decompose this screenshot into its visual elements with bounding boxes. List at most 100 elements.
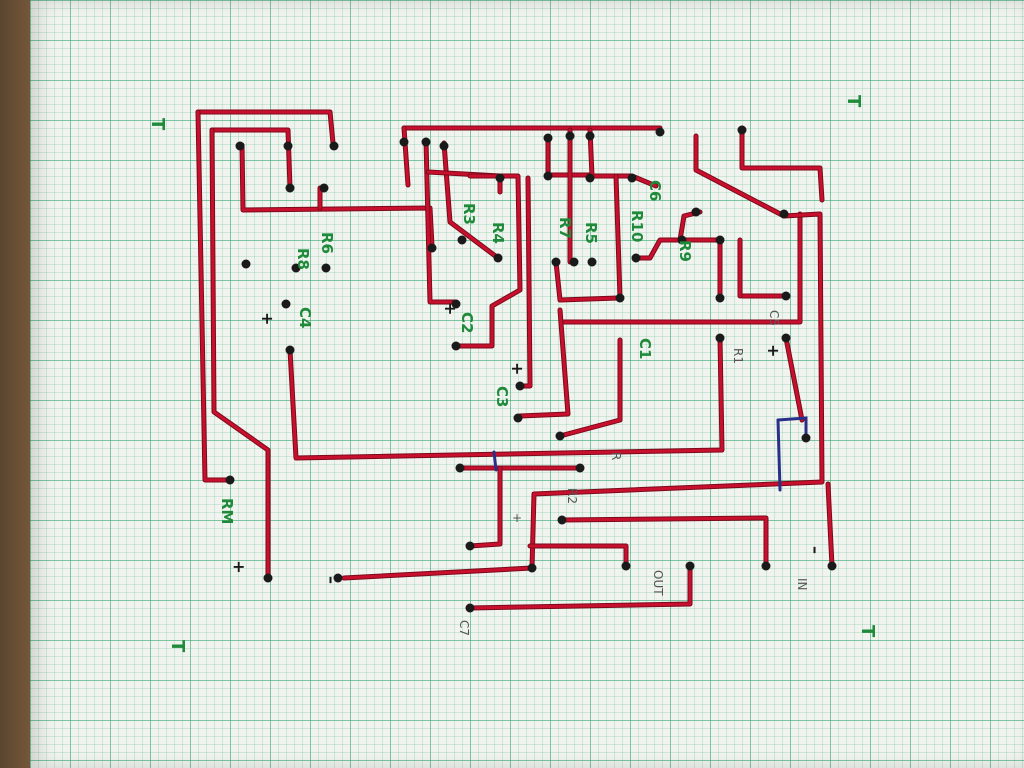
solder-pad	[321, 263, 331, 273]
jumpers	[492, 416, 808, 492]
jumper-wire	[776, 418, 782, 492]
svg-text:+: +	[232, 557, 245, 576]
solder-pad	[615, 293, 625, 303]
trace-outline	[467, 465, 503, 549]
svg-text:+: +	[258, 312, 277, 325]
trace	[402, 126, 410, 187]
label-c2: C2	[458, 312, 476, 333]
solder-pad	[715, 293, 725, 303]
solder-pad	[779, 209, 789, 219]
trace	[240, 143, 434, 248]
trace	[442, 141, 500, 260]
trace-outline	[559, 515, 769, 569]
solder-pad	[465, 541, 475, 551]
trace	[468, 466, 502, 548]
solder-pad	[677, 235, 687, 245]
svg-text:T: T	[167, 640, 188, 653]
solder-pad	[621, 561, 631, 571]
svg-text:+: +	[764, 344, 783, 357]
solder-pad	[291, 263, 301, 273]
trace	[560, 516, 768, 568]
label-r4: R4	[489, 222, 507, 244]
label-rm: RM	[218, 498, 236, 524]
trace	[528, 544, 628, 568]
trace	[342, 134, 824, 580]
label-r10: R10	[628, 210, 646, 242]
solder-pad	[225, 475, 235, 485]
solder-pad	[543, 171, 553, 181]
trace	[588, 128, 658, 188]
trace-outline	[527, 543, 629, 569]
solder-pad	[427, 243, 437, 253]
solder-pad	[827, 561, 837, 571]
label-r2: R2	[565, 488, 579, 504]
solder-pad	[283, 141, 293, 151]
solder-pad	[627, 173, 637, 183]
trace	[634, 210, 702, 260]
trace	[468, 564, 692, 610]
trace-outline	[209, 127, 293, 191]
solder-pad	[569, 257, 579, 267]
solder-pad	[555, 431, 565, 441]
solder-pad	[493, 253, 503, 263]
pads	[225, 125, 837, 613]
solder-pad	[737, 125, 747, 135]
svg-text:T: T	[843, 95, 864, 108]
trace	[826, 482, 834, 568]
solder-pad	[285, 345, 295, 355]
trace-outline	[239, 142, 435, 249]
solder-pad	[587, 257, 597, 267]
solder-pad	[527, 563, 537, 573]
svg-text:–: –	[806, 546, 825, 554]
solder-pad	[455, 463, 465, 473]
solder-pad	[715, 235, 725, 245]
label-r7: R7	[556, 217, 574, 239]
svg-text:+: +	[512, 511, 522, 525]
trace-outline	[739, 125, 825, 203]
solder-pad	[241, 259, 251, 269]
solder-pad	[333, 573, 343, 583]
trace	[196, 110, 335, 145]
solder-pad	[457, 235, 467, 245]
solder-pad	[515, 381, 525, 391]
svg-text:T: T	[857, 625, 878, 638]
solder-pad	[655, 127, 665, 137]
trace	[454, 174, 522, 348]
label-r: R	[609, 452, 623, 460]
solder-pad	[691, 207, 701, 217]
label-out: OUT	[651, 570, 665, 596]
label-r5: R5	[582, 222, 600, 244]
solder-pad	[235, 141, 245, 151]
solder-pad	[421, 137, 431, 147]
solder-pad	[715, 333, 725, 343]
solder-pad	[543, 133, 553, 143]
label-in: IN	[795, 578, 809, 591]
label-c4: C4	[296, 307, 314, 328]
solder-pad	[451, 341, 461, 351]
label-r8: R8	[294, 248, 312, 270]
solder-pad	[585, 173, 595, 183]
solder-pad	[801, 433, 811, 443]
trace	[288, 336, 724, 460]
label-r1: R1	[731, 348, 745, 364]
label-c6: C6	[646, 180, 664, 201]
label-c3: C3	[493, 386, 511, 407]
solder-pad	[551, 257, 561, 267]
solder-pad	[781, 291, 791, 301]
svg-text:+: +	[508, 362, 527, 375]
svg-text:T: T	[147, 118, 168, 131]
trace	[210, 128, 292, 190]
solder-pad	[557, 515, 567, 525]
solder-pad	[495, 173, 505, 183]
solder-pad	[439, 141, 449, 151]
solder-pad	[761, 561, 771, 571]
solder-pad	[781, 333, 791, 343]
trace	[554, 260, 620, 302]
trace	[558, 338, 622, 438]
svg-text:+: +	[441, 302, 460, 315]
solder-pad	[513, 413, 523, 423]
trace-outline	[553, 259, 621, 303]
solder-pad	[399, 137, 409, 147]
label-c7: C7	[457, 620, 471, 636]
